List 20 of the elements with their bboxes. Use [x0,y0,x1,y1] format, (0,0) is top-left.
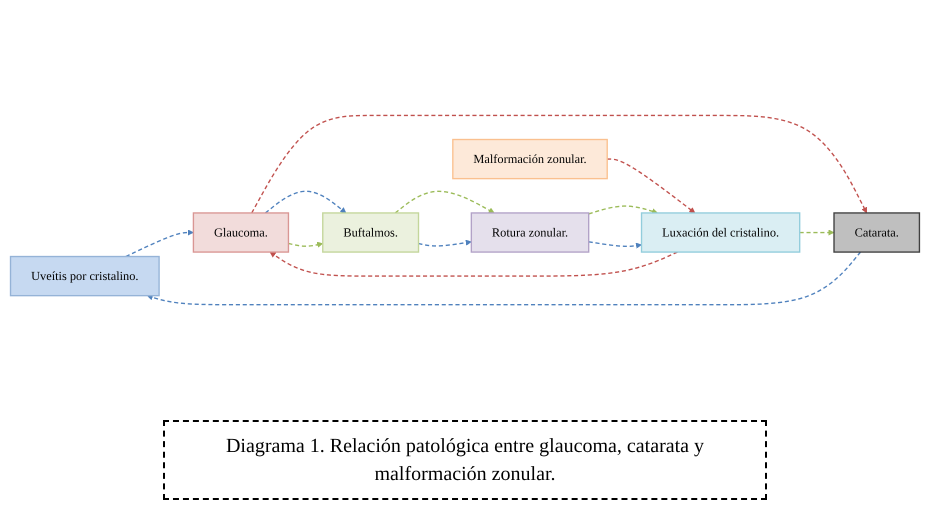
arrow [588,240,642,248]
node-box: Catarata. [833,212,920,253]
caption: Diagrama 1. Relación patológica entre glaucoma, catarata y malformación zonular. [163,420,767,500]
node-box: Glaucoma. [192,212,290,253]
node-box: Buftalmos. [322,212,420,253]
arrow [418,240,472,246]
arrow [146,252,862,306]
arrow [265,190,346,214]
arrow [607,158,696,214]
arrow [251,114,867,214]
node-box: Malformación zonular. [452,138,608,180]
node-box: Luxación del cristalino. [640,212,800,253]
arrow [800,229,834,236]
arrow [394,190,495,214]
arrow [288,242,324,248]
arrow [126,229,194,258]
node-box: Uveítis por cristalino. [10,256,160,296]
arrow [270,251,678,277]
node-box: Rotura zonular. [470,212,590,253]
arrow [588,205,658,214]
